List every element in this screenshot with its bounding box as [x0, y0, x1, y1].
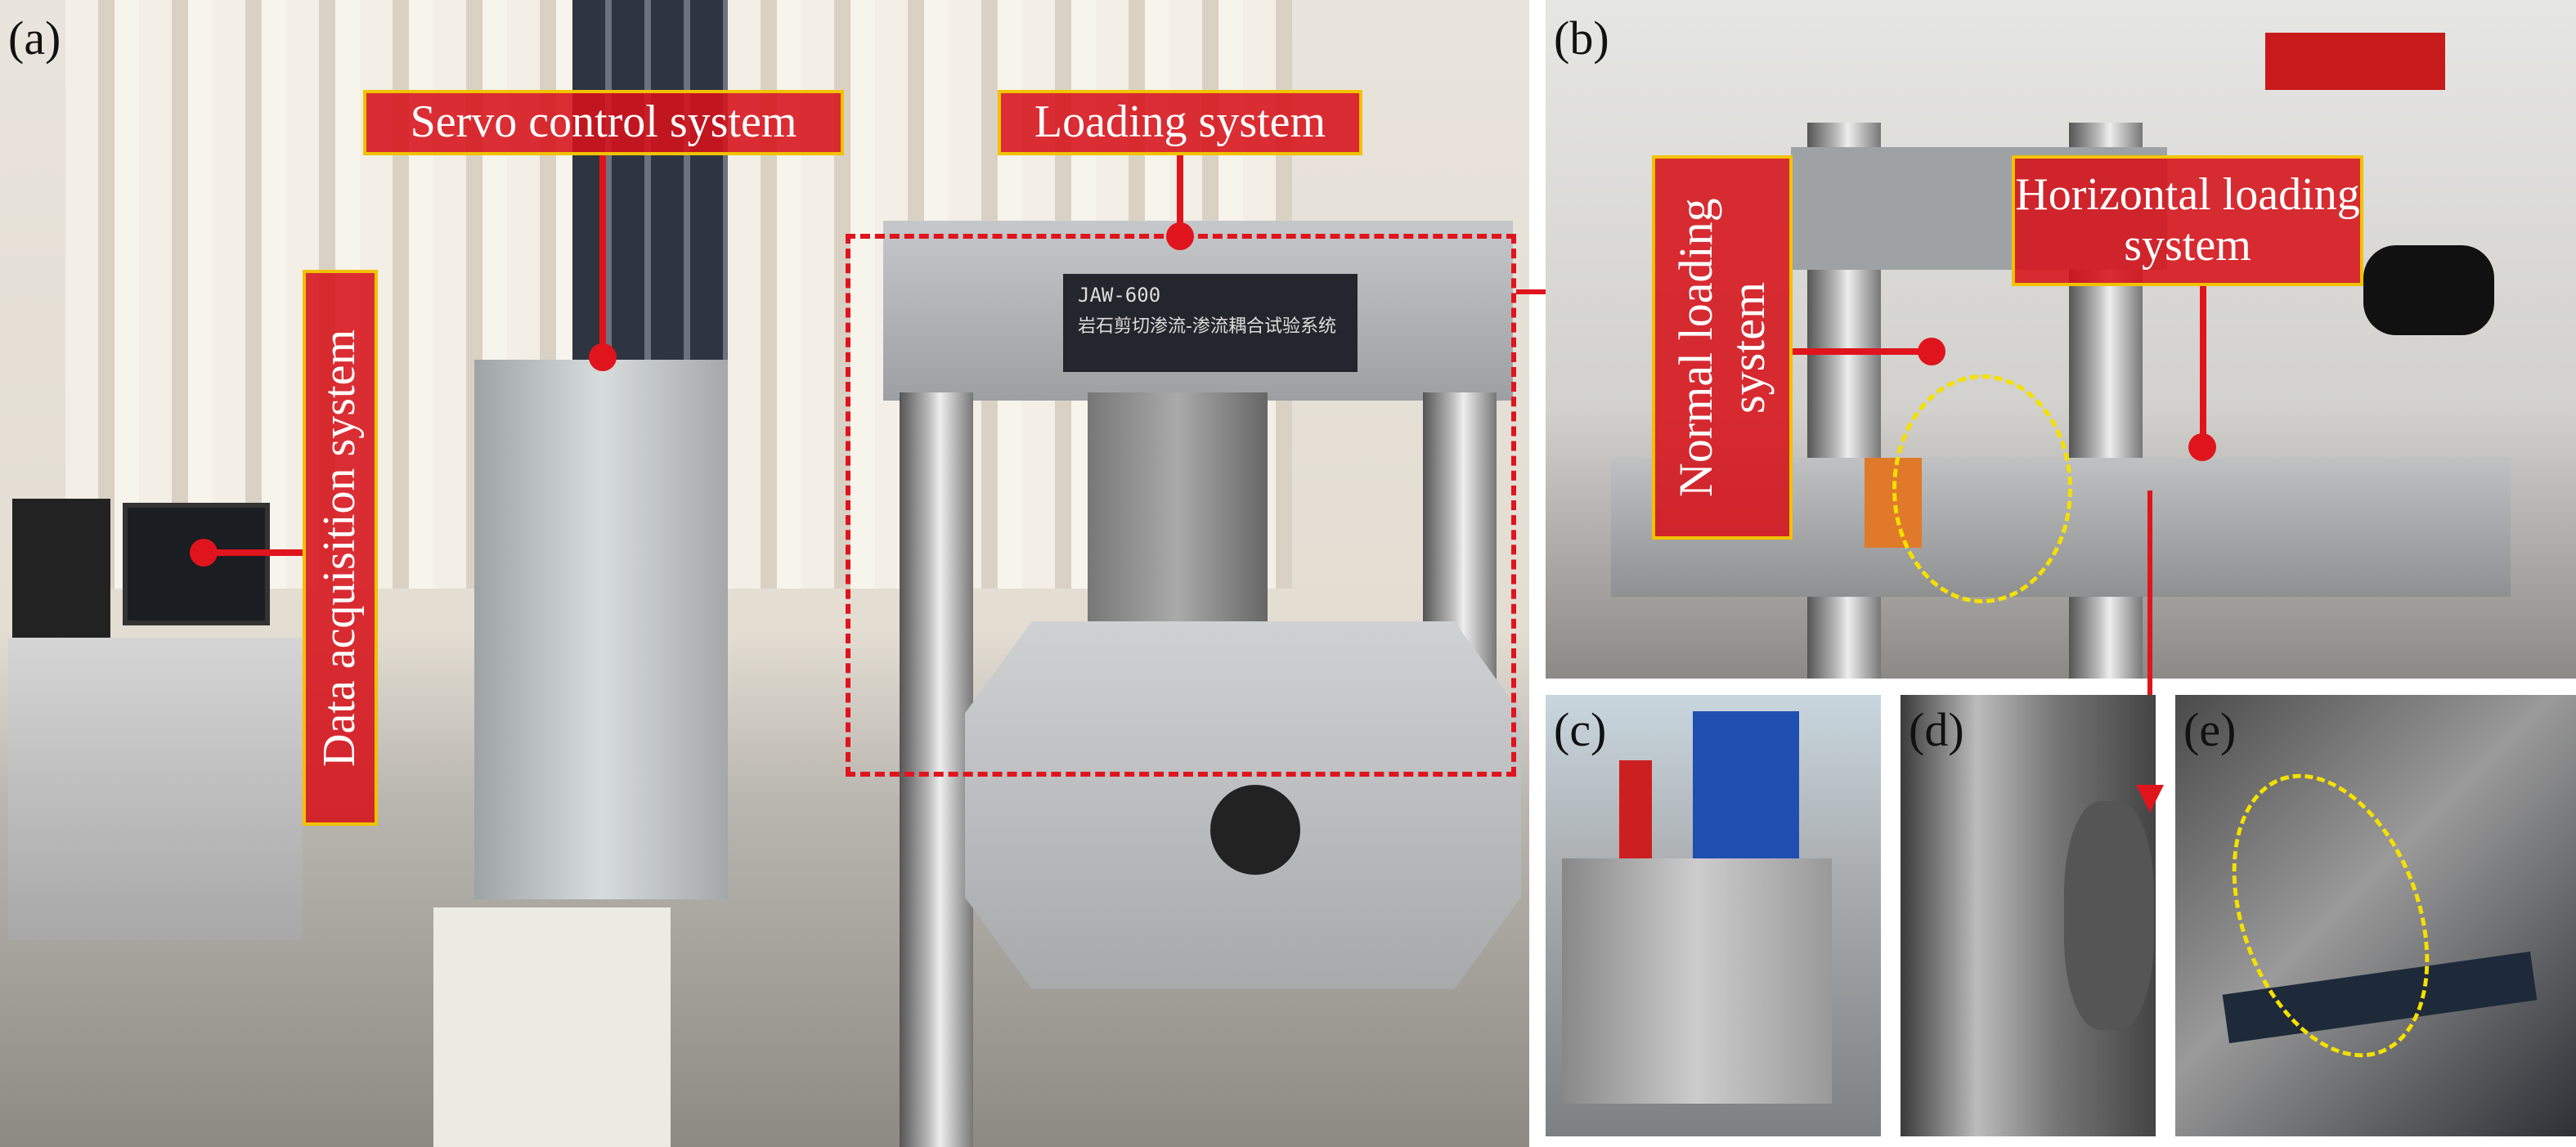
arrow-to-d [2147, 491, 2152, 793]
foreground-box [433, 907, 671, 1147]
loading-system-highlight-box [846, 234, 1516, 777]
tag-text: Normal loading system [1669, 198, 1775, 497]
shear-box-wheel [1210, 785, 1300, 875]
computer-tower [12, 499, 110, 638]
leader-line [599, 155, 606, 358]
lamp [2363, 245, 2494, 335]
photo-d-actuator [1901, 695, 2156, 1136]
specimen-highlight-ellipse [1892, 374, 2072, 603]
panel-label-a: (a) [8, 11, 61, 65]
column [900, 392, 973, 1147]
photo-c-hydraulic-pump [1546, 695, 1881, 1136]
tag-loading-system: Loading system [998, 90, 1362, 155]
filter-red [1619, 760, 1652, 867]
tag-servo-control-system: Servo control system [363, 90, 844, 155]
servo-control-cabinet [474, 360, 728, 899]
hoist [2265, 33, 2445, 90]
tag-horizontal-loading-system: Horizontal loading system [2012, 155, 2363, 286]
arrow-head-icon [2136, 785, 2164, 813]
leader-dot [2188, 433, 2216, 461]
tag-data-acquisition-system: Data acquisition system [303, 270, 378, 826]
panel-label-d: (d) [1909, 703, 1964, 756]
oil-tank [1562, 858, 1832, 1104]
nameplate-model: JAW-600 [1078, 284, 1161, 307]
flange [2064, 801, 2154, 1030]
panel-label-b: (b) [1554, 11, 1609, 65]
pump-motor [1693, 711, 1799, 875]
leader-line [1793, 348, 1932, 355]
leader-line [2200, 286, 2206, 450]
photo-e-displacement-sensor [2175, 695, 2576, 1136]
desk [8, 638, 303, 940]
leader-line [204, 549, 303, 556]
leader-line [1177, 155, 1183, 237]
arrow-to-b [1516, 289, 1573, 294]
leader-dot [589, 343, 617, 371]
panel-label-c: (c) [1554, 703, 1607, 756]
leader-dot [1918, 338, 1945, 365]
nameplate: JAW-600 岩石剪切渗流-渗流耦合试验系统 [1063, 274, 1358, 372]
panel-label-e: (e) [2183, 703, 2237, 756]
leader-dot [190, 539, 218, 567]
nameplate-title: 岩石剪切渗流-渗流耦合试验系统 [1078, 316, 1336, 337]
loading-head [1088, 392, 1268, 638]
tag-normal-loading-system: Normal loading system [1652, 155, 1793, 540]
